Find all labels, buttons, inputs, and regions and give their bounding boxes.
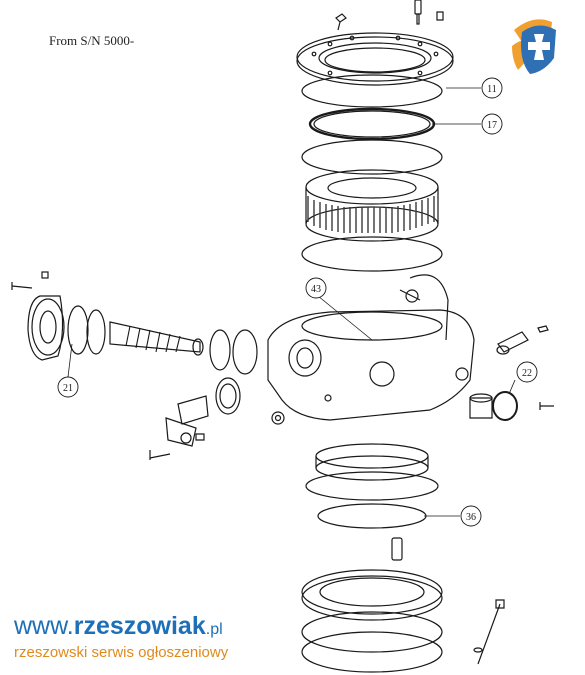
lower-ring-stack <box>305 443 439 561</box>
callout-22: 22 <box>516 361 538 383</box>
long-bolt <box>473 599 505 665</box>
callout-11: 11 <box>481 77 503 99</box>
lower-left-parts <box>149 377 285 460</box>
seal-ring-17 <box>308 107 436 141</box>
right-pin-parts <box>469 325 554 421</box>
slewing-ring-bottom <box>301 569 443 673</box>
svg-text:21: 21 <box>63 383 73 394</box>
callout-36: 36 <box>460 505 482 527</box>
svg-text:22: 22 <box>522 368 532 379</box>
seal-ring-11 <box>301 74 443 108</box>
svg-text:17: 17 <box>487 120 497 131</box>
serial-number-caption: From S/N 5000- <box>49 33 135 48</box>
seal-ring-36 <box>317 503 427 529</box>
callout-21: 21 <box>57 376 79 398</box>
svg-text:36: 36 <box>466 512 476 523</box>
svg-text:43: 43 <box>311 284 321 295</box>
top-screws <box>335 0 444 31</box>
brush-gear-ring <box>305 169 439 242</box>
callout-17: 17 <box>481 113 503 135</box>
watermark-tagline: rzeszowski serwis ogłoszeniowy <box>14 644 229 661</box>
watermark-url: www.rzeszowiak.pl <box>14 612 223 640</box>
callout-43: 43 <box>305 277 327 299</box>
worm-thread <box>125 325 181 353</box>
svg-text:11: 11 <box>487 84 497 95</box>
watermark: www.rzeszowiak.pl rzeszowski serwis ogło… <box>14 612 228 662</box>
brush-bristles <box>307 196 435 233</box>
lower-gasket-ring <box>301 236 443 272</box>
shield-cross-icon <box>512 19 556 74</box>
leader-lines <box>67 87 516 517</box>
slewing-ring-top <box>296 32 454 86</box>
gasket-ring <box>301 139 443 175</box>
gearbox-housing <box>267 274 475 421</box>
worm-gear-assembly <box>11 271 258 375</box>
